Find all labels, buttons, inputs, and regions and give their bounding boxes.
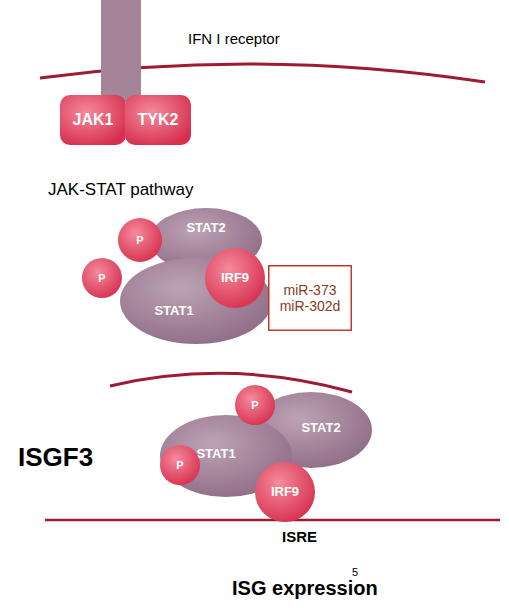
pathway-label: JAK-STAT pathway bbox=[48, 180, 194, 200]
node-text: TYK2 bbox=[138, 111, 179, 129]
node-text: P bbox=[136, 234, 143, 247]
node-text: P bbox=[251, 399, 258, 412]
protein-circle: IRF9 bbox=[205, 248, 265, 308]
node-shape bbox=[205, 248, 265, 308]
kinase-box: TYK2 bbox=[125, 95, 191, 145]
outcome-label: ISG expression bbox=[232, 577, 378, 600]
node-text: IRF9 bbox=[271, 485, 299, 500]
element-label: ISRE bbox=[282, 528, 317, 545]
kinase-box: JAK1 bbox=[60, 95, 126, 145]
receptor-label: IFN I receptor bbox=[188, 30, 280, 47]
protein-circle: IRF9 bbox=[255, 462, 315, 522]
node-text: JAK1 bbox=[73, 111, 114, 129]
node-shape bbox=[82, 258, 122, 298]
node-shape bbox=[120, 258, 272, 344]
node-shape bbox=[125, 95, 191, 145]
node-text: IRF9 bbox=[221, 271, 249, 286]
receptor-stem bbox=[101, 0, 141, 102]
node-text: P bbox=[98, 272, 105, 285]
node-text: P bbox=[176, 459, 183, 472]
complex-label: ISGF3 bbox=[18, 442, 93, 473]
node-text: STAT2 bbox=[186, 221, 225, 236]
node-text: STAT2 bbox=[301, 421, 340, 436]
node-shape bbox=[255, 462, 315, 522]
phosphate-circle: P bbox=[160, 445, 200, 485]
node-text: miR-373 miR-302d bbox=[275, 282, 345, 314]
node-shape bbox=[269, 266, 352, 331]
page-number: 5 bbox=[352, 566, 358, 578]
node-shape bbox=[235, 385, 275, 425]
nuclear-membrane bbox=[110, 373, 352, 392]
node-text: STAT1 bbox=[196, 447, 235, 462]
node-text: STAT1 bbox=[154, 304, 193, 319]
phosphate-circle: P bbox=[82, 258, 122, 298]
node-shape bbox=[118, 218, 162, 262]
phosphate-circle: P bbox=[118, 218, 162, 262]
node-shape bbox=[160, 445, 200, 485]
node-shape bbox=[60, 95, 126, 145]
mirna-box: miR-373 miR-302d bbox=[268, 265, 352, 331]
phosphate-circle: P bbox=[235, 385, 275, 425]
